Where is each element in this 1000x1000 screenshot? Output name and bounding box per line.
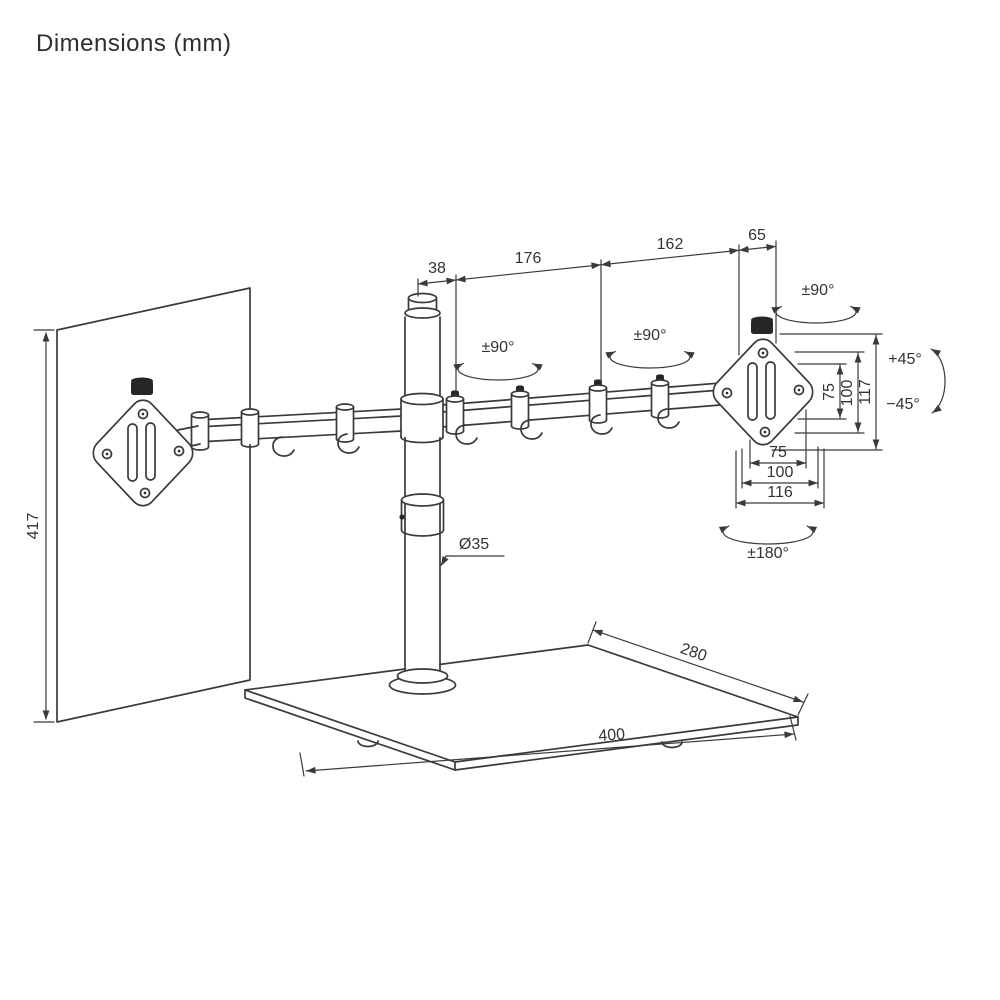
base-width-dimension: 400: [299, 715, 797, 777]
screw-hole: [137, 408, 149, 420]
screw-hole: [759, 426, 771, 438]
pole-cap: [407, 292, 438, 304]
label-swivel-left: ±90°: [482, 339, 515, 356]
label-swivel-right: ±90°: [802, 282, 835, 299]
tension-knob: [751, 320, 773, 334]
dim-plate-height: 117: [857, 379, 874, 405]
base-foot: [357, 740, 379, 748]
pole-diameter-callout: Ø35: [438, 536, 505, 568]
screw-hole: [173, 445, 185, 457]
dim-vesa-v75: 75: [821, 383, 838, 401]
arm-joint: [510, 385, 530, 430]
page-title: Dimensions (mm): [36, 30, 232, 57]
vesa-slot: [747, 362, 758, 421]
label-rotation: ±180°: [747, 545, 789, 562]
vesa-slot: [765, 361, 776, 420]
dim-base-depth: 280: [678, 640, 709, 665]
rotation-annotation: ±180°: [718, 522, 818, 562]
arm-joint: [335, 403, 355, 443]
pole-collar: [400, 493, 445, 507]
arm-joint: [588, 379, 608, 424]
swivel-annotation-middle: ±90°: [605, 327, 695, 369]
base: [244, 644, 799, 771]
dim-stand-height: 417: [25, 513, 42, 540]
screw-hole: [721, 387, 733, 399]
dim-plate-width: 116: [767, 484, 793, 501]
arm-joint: [190, 411, 210, 451]
arm-joint: [445, 390, 465, 435]
left-vesa-plate: [92, 377, 194, 507]
collar-bolt: [399, 514, 405, 520]
swivel-annotation-left: ±90°: [453, 339, 543, 381]
swivel-annotation-right: ±90°: [771, 282, 861, 324]
vesa-slot: [145, 422, 156, 481]
right-vesa-plate: [712, 316, 814, 446]
tension-knob: [131, 381, 153, 395]
dim-base-width: 400: [598, 726, 626, 745]
dim-head-offset: 65: [748, 227, 766, 244]
top-dimension-chain: 38 176 162 65: [417, 227, 777, 397]
pole-sleeve: [400, 392, 444, 406]
vesa-slot: [127, 423, 138, 482]
screw-hole: [139, 487, 151, 499]
screw-hole: [101, 448, 113, 460]
dim-arm-segment-1: 176: [515, 250, 542, 267]
dim-vesa-h100: 100: [767, 464, 794, 481]
vesa-horizontal-dimensions: 75 100 116: [735, 409, 825, 509]
dim-arm-segment-2: 162: [657, 236, 684, 253]
back-panel-outline: [56, 287, 251, 723]
height-dimension: 417: [25, 329, 55, 723]
dim-pole-diameter: Ø35: [459, 536, 489, 553]
label-tilt-down: −45°: [886, 396, 920, 413]
dim-arm-offset: 38: [428, 260, 446, 277]
label-tilt-up: +45°: [888, 351, 922, 368]
tilt-annotation: +45° −45°: [886, 346, 946, 416]
vesa-vertical-dimensions: 75 100 117: [771, 333, 883, 451]
screw-hole: [793, 384, 805, 396]
arm-joint: [240, 408, 260, 448]
arm-assembly: [177, 374, 747, 457]
base-depth-dimension: 280: [587, 621, 809, 716]
label-swivel-middle: ±90°: [634, 327, 667, 344]
dim-vesa-v100: 100: [839, 380, 856, 407]
pole: [388, 292, 457, 695]
arm-joint: [650, 374, 670, 419]
dim-vesa-h75: 75: [769, 444, 787, 461]
screw-hole: [757, 347, 769, 359]
